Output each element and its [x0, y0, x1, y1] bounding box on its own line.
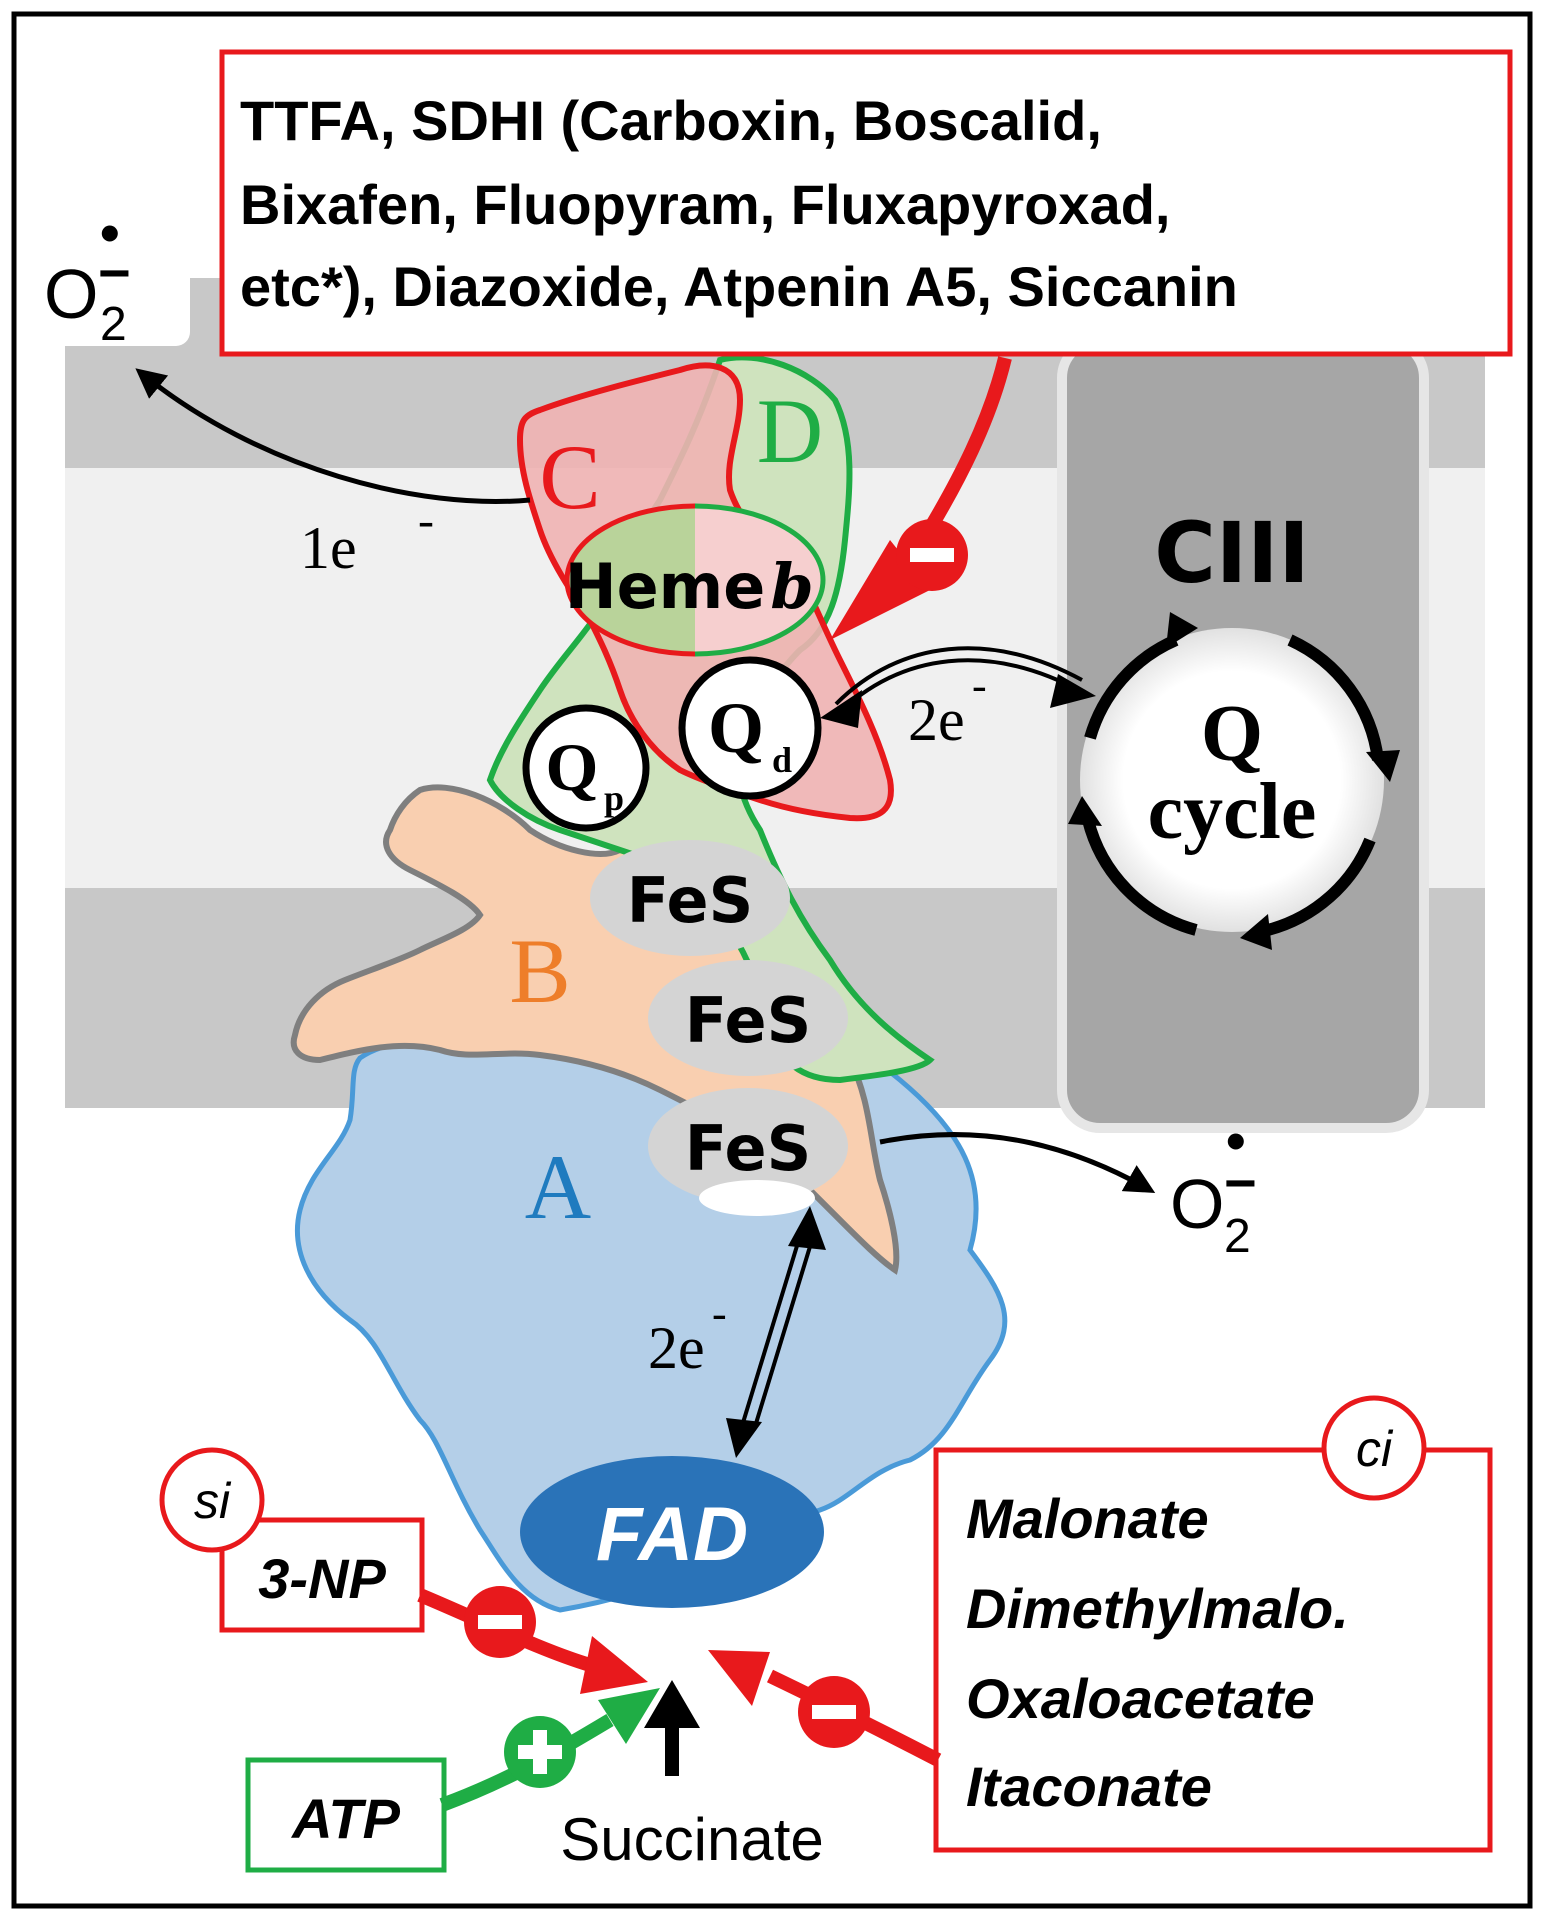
superoxide-right: O 2 • − — [1170, 1109, 1257, 1263]
superoxide-top-minus: − — [98, 241, 131, 304]
superoxide-right-sub: 2 — [1224, 1210, 1251, 1263]
inhibitor-top-line-3: etc*), Diazoxide, Atpenin A5, Siccanin — [240, 255, 1238, 318]
ciii-label: CIII — [1154, 504, 1309, 602]
superoxide-top: O 2 • − — [30, 201, 190, 351]
fad: FAD — [520, 1456, 824, 1608]
inhibitor-box-top: TTFA, SDHI (Carboxin, Boscalid, Bixafen,… — [219, 49, 1513, 357]
qd-sub: d — [772, 740, 792, 780]
subunit-c-label: C — [539, 426, 600, 528]
ci-line-2: Dimethylmalo. — [966, 1577, 1349, 1640]
superoxide-top-sub: 2 — [100, 298, 127, 351]
inhibitor-top-line-1: TTFA, SDHI (Carboxin, Boscalid, — [240, 89, 1102, 152]
one-e-label: 1e — [300, 515, 357, 581]
q-cycle-disc — [1080, 628, 1384, 932]
qp-site: Q p — [522, 704, 650, 832]
ci-line-4: Itaconate — [966, 1755, 1212, 1818]
si-badge — [159, 1447, 265, 1553]
superoxide-top-base: O — [44, 255, 98, 333]
si-badge-text: si — [194, 1473, 232, 1529]
two-e-bottom-sup: - — [712, 1289, 727, 1338]
ci-line-1: Malonate — [966, 1487, 1209, 1550]
q-cycle-arrows — [1082, 634, 1384, 936]
one-e-sup: - — [418, 494, 434, 547]
inhibitor-ci: ci Malonate Dimethylmalo. Oxaloacetate I… — [708, 1395, 1493, 1853]
complex-iii: CIII Q cycle — [1057, 335, 1429, 1133]
subunit-b-label: B — [509, 920, 570, 1022]
fes-1-label: FeS — [627, 864, 754, 937]
fes-cluster-3: FeS — [648, 1088, 848, 1204]
fes-fad-electron-arrow — [726, 1206, 826, 1458]
qd-site: Q d — [678, 656, 822, 800]
two-e-right-label: 2e — [908, 687, 965, 753]
ci-line-3: Oxaloacetate — [966, 1667, 1315, 1730]
fes-cluster-1: FeS — [590, 840, 790, 956]
qp-base: Q — [546, 729, 599, 805]
superoxide-right-base: O — [1170, 1165, 1224, 1243]
qp-sub: p — [604, 778, 624, 818]
superoxide-top-dot: • — [100, 201, 120, 264]
atp-label: ATP — [290, 1787, 400, 1850]
q-cycle-arrowheads — [1068, 612, 1400, 950]
ci-badge-text: ci — [1356, 1421, 1394, 1477]
qd-base: Q — [708, 688, 764, 768]
fad-label: FAD — [596, 1492, 748, 1577]
qd-ciii-electron-arrow — [820, 646, 1096, 728]
heme-italic: b — [770, 550, 813, 623]
superoxide-right-dot: • — [1226, 1109, 1246, 1172]
inhibitor-si: 3-NP si — [159, 1447, 648, 1694]
succinate-label: Succinate — [560, 1806, 824, 1873]
succinate: Succinate — [560, 1680, 824, 1873]
heme-label: Heme — [565, 550, 766, 623]
q-site-inhibition-arrow — [830, 356, 1012, 640]
subunit-d-label: D — [757, 380, 823, 482]
activator-atp: ATP — [245, 1688, 660, 1873]
si-inhibitor-label: 3-NP — [258, 1547, 386, 1610]
arrow-to-superoxide-right — [879, 1132, 1156, 1193]
q-cycle-line2: cycle — [1148, 768, 1317, 856]
two-e-right-sup: - — [972, 661, 987, 710]
fes-3-label: FeS — [685, 1112, 812, 1185]
inhibitor-top-line-2: Bixafen, Fluopyram, Fluxapyroxad, — [240, 173, 1170, 236]
subunit-a-label: A — [525, 1136, 591, 1238]
fes-3-highlight — [699, 1180, 815, 1216]
arrow-to-superoxide-top — [135, 368, 531, 504]
superoxide-right-minus: − — [1224, 1151, 1257, 1214]
two-e-bottom-label: 2e — [648, 1315, 705, 1381]
q-cycle-line1: Q — [1201, 690, 1263, 778]
ci-badge — [1321, 1395, 1427, 1501]
fes-cluster-2: FeS — [648, 960, 848, 1076]
fes-2-label: FeS — [685, 984, 812, 1057]
